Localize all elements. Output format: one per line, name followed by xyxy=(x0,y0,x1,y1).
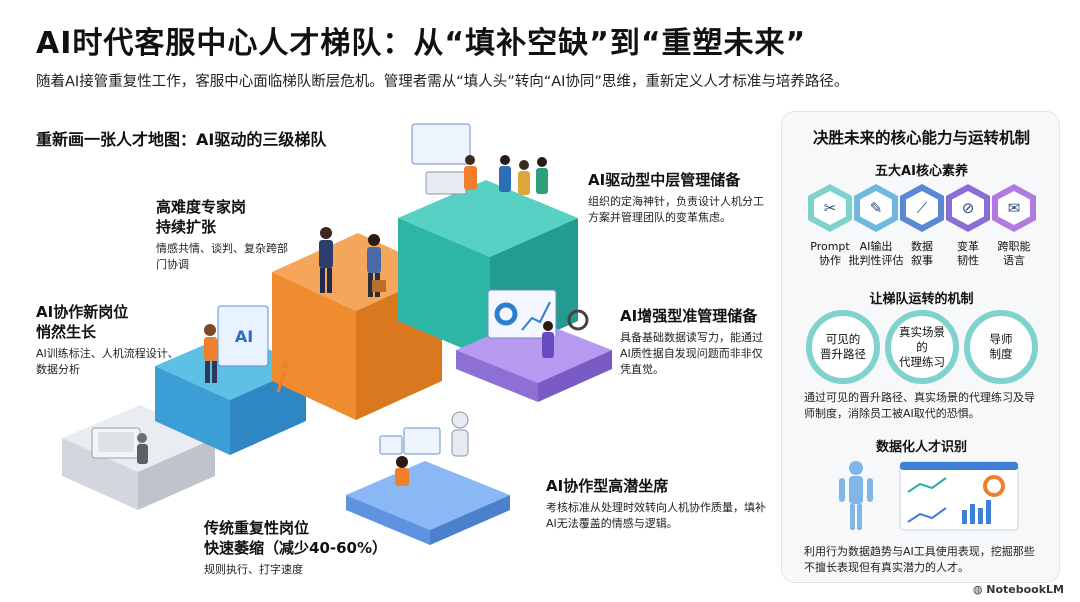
competency-hex: ⟋ xyxy=(900,184,944,232)
human-figure-icon xyxy=(839,461,873,530)
tier-label-high-potential: AI协作型高潜坐席 考核标准从处理时效转向人机协作质量，填补AI无法覆盖的情感与… xyxy=(546,477,766,530)
brand-label: ◍ NotebookLM xyxy=(972,583,1064,596)
page-title: AI时代客服中心人才梯队：从“填补空缺”到“重塑未来” xyxy=(36,26,807,61)
analytics-board-figure xyxy=(487,289,589,358)
brand-icon: ◍ xyxy=(972,583,987,596)
competency-hex: ✂ xyxy=(808,184,852,232)
tier-label-mid-manager: AI驱动型中层管理储备 组织的定海神针，负责设计人机分工方案并管理团队的变革焦虑… xyxy=(588,171,764,224)
talent-map-title: 重新画一张人才地图：AI驱动的三级梯队 xyxy=(36,130,327,149)
identification-description: 利用行为数据趋势与AI工具使用表现，挖掘那些不擅长表现但有真实潜力的人才。 xyxy=(804,545,1035,574)
tier-label-traditional: 传统重复性岗位 快速萎缩（减少40-60%） 规则执行、打字速度 xyxy=(204,519,388,576)
competencies-title: 五大AI核心素养 xyxy=(875,164,968,179)
document-check-icon: ✎ xyxy=(860,191,892,225)
competency-hex: ✎ xyxy=(854,184,898,232)
desk-worker-figure xyxy=(91,427,148,464)
dashboard-team-figures xyxy=(411,123,548,195)
panel-title: 决胜未来的核心能力与运转机制 xyxy=(812,129,1030,147)
identification-title: 数据化人才识别 xyxy=(875,440,967,455)
competency-hex: ✉ xyxy=(992,184,1036,232)
competency-label: 数据叙事 xyxy=(911,240,933,267)
mechanism-circle: 导师制度 xyxy=(964,310,1038,384)
competency-label: 跨职能语言 xyxy=(997,240,1031,267)
analytics-dashboard-icon xyxy=(899,461,1019,531)
talent-data-illustration xyxy=(839,461,1019,531)
tools-icon: ✂ xyxy=(814,191,846,225)
mechanism-title: 让梯队运转的机制 xyxy=(869,292,974,307)
competency-label: AI输出批判性评估 xyxy=(848,240,904,267)
competency-hex: ⊘ xyxy=(946,184,990,232)
tier-block-high-potential xyxy=(346,461,510,545)
mechanism-circle: 真实场景的代理练习 xyxy=(885,310,959,384)
ai-screen-figure: AI xyxy=(204,305,269,383)
agent-with-robot-figure xyxy=(379,411,469,486)
link-icon: ⊘ xyxy=(952,191,984,225)
trend-chart-icon: ⟋ xyxy=(906,191,938,225)
growth-arrow-icon xyxy=(276,360,290,393)
tier-label-quasi-manager: AI增强型准管理储备 具备基础数据读写力，能通过AI质性据自发现问题而非非仅凭直… xyxy=(620,307,763,376)
mechanism-circle: 可见的晋升路径 xyxy=(806,310,880,384)
negotiation-figures xyxy=(319,227,386,297)
ai-screen-badge: AI xyxy=(235,327,253,346)
tier-label-expert: 高难度专家岗 持续扩张 情感共情、谈判、复杂跨部门协调 xyxy=(156,198,288,271)
chat-bubbles-icon: ✉ xyxy=(998,191,1030,225)
talent-staircase-illustration: AI xyxy=(62,123,612,545)
page-subtitle: 随着AI接管重复性工作，客服中心面临梯队断层危机。管理者需从“填人头”转向“AI… xyxy=(36,74,849,90)
competency-label: 变革韧性 xyxy=(957,240,979,267)
mechanism-description: 通过可见的晋升路径、真实场景的代理练习及导师制度，消除员工被AI取代的恐惧。 xyxy=(804,391,1035,420)
tier-label-ai-collab: AI协作新岗位 悄然生长 AI训练标注、人机流程设计、数据分析 xyxy=(36,303,179,376)
